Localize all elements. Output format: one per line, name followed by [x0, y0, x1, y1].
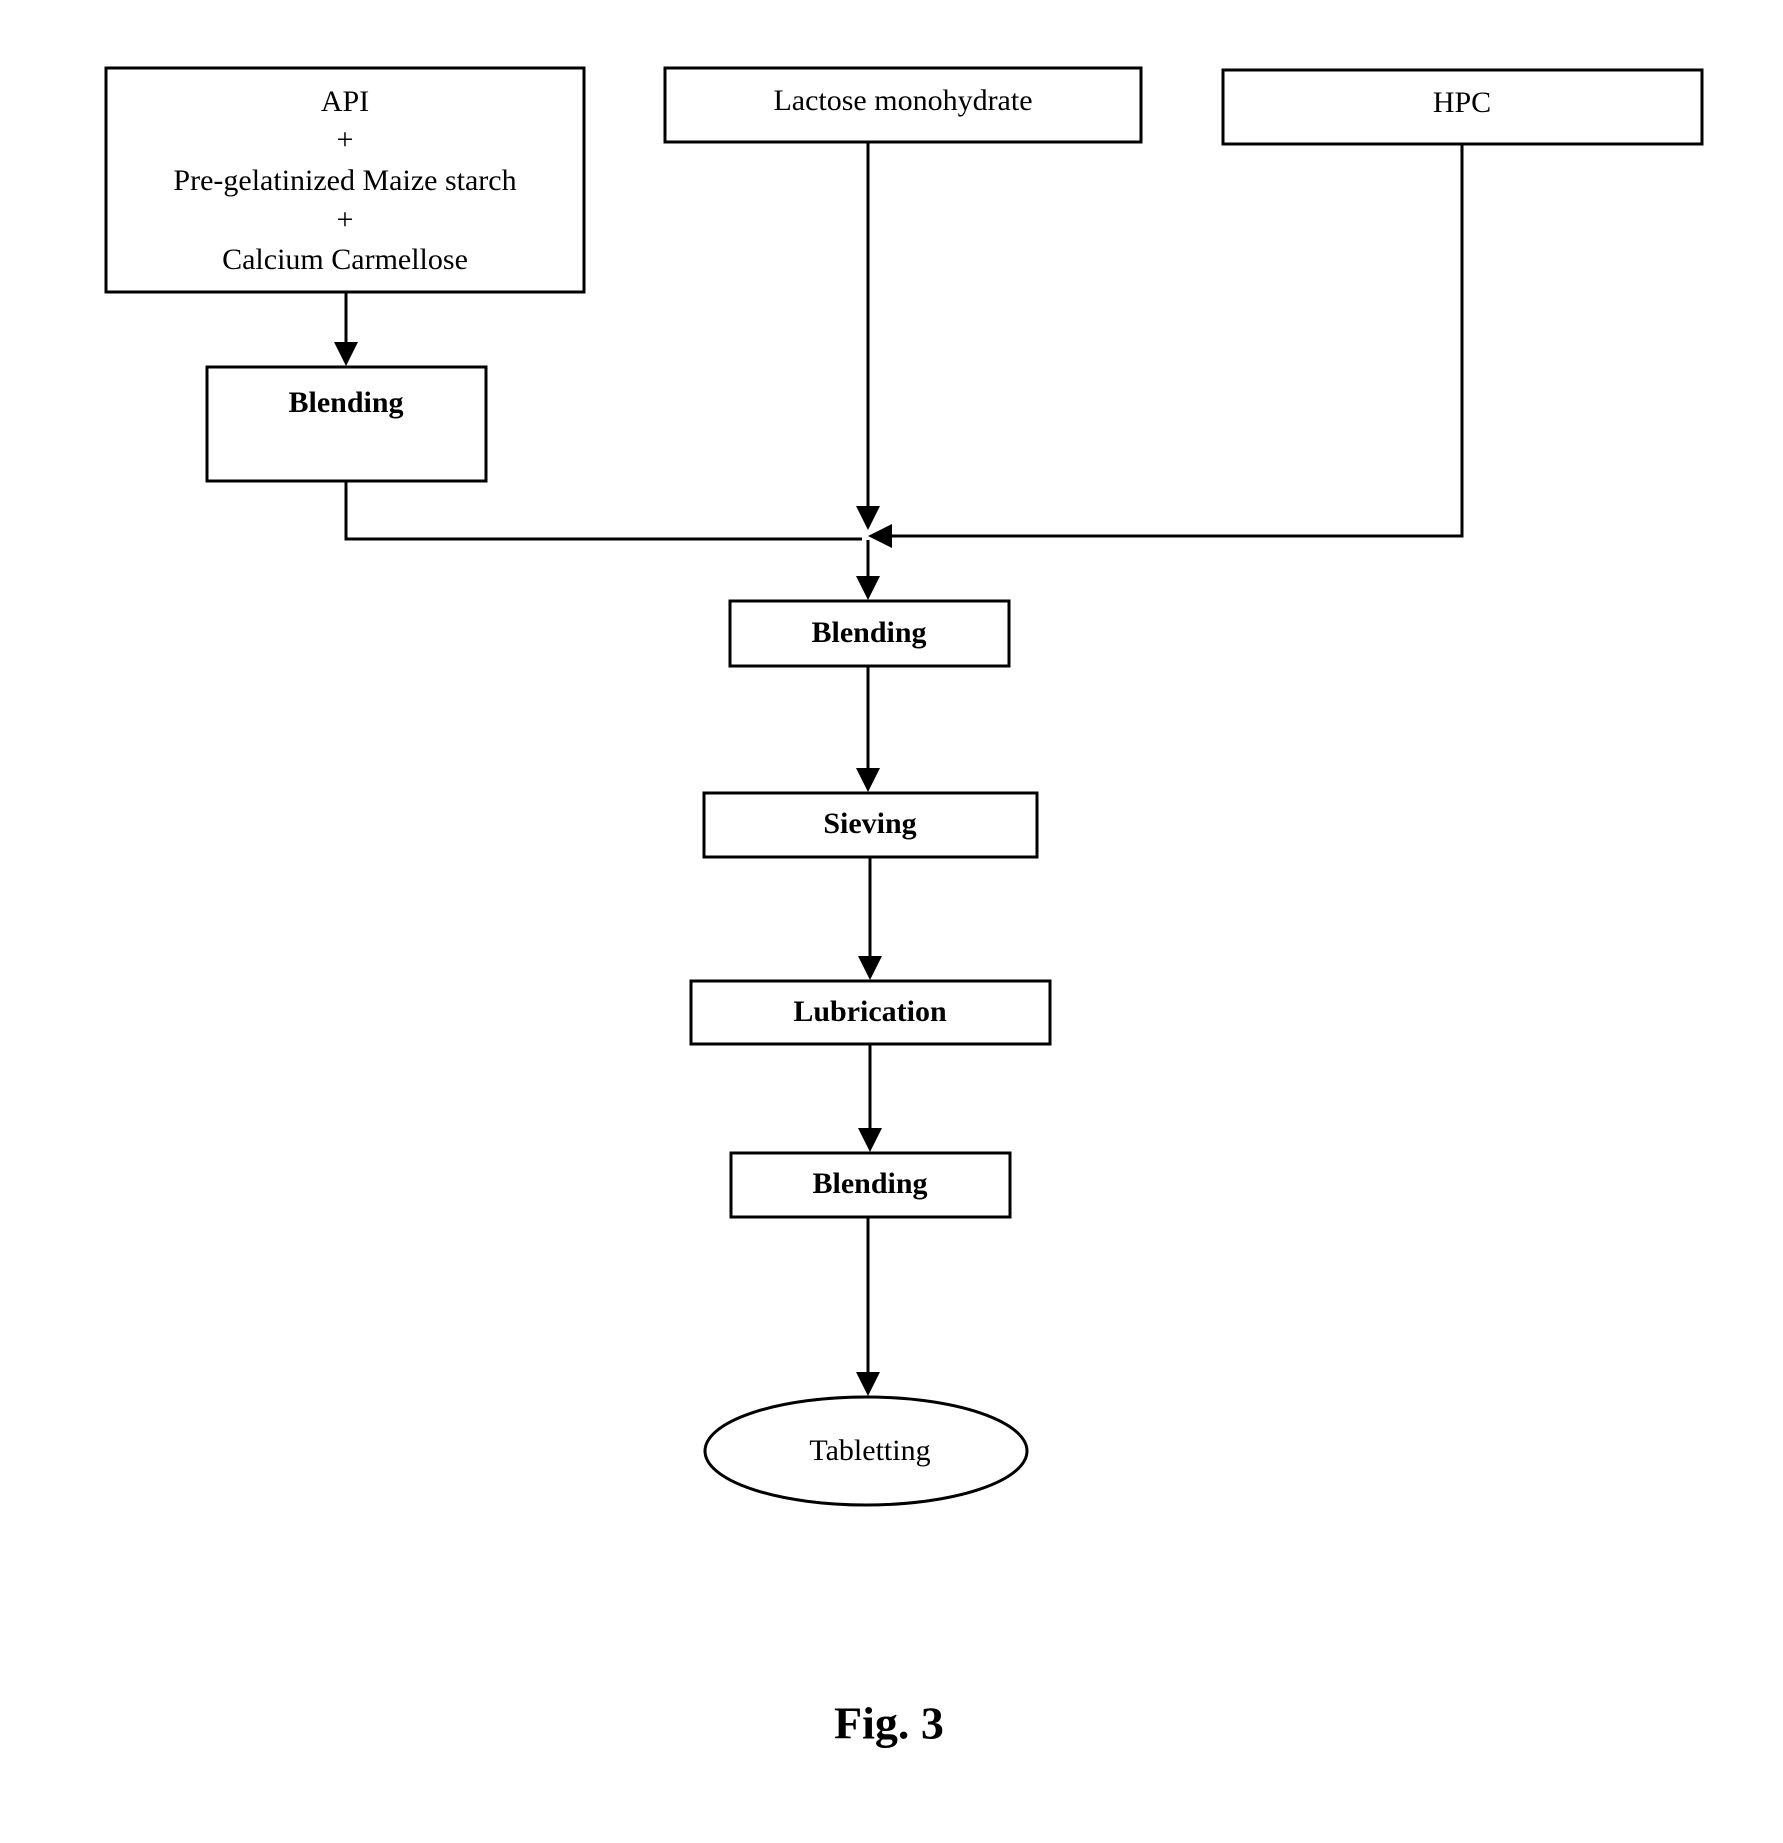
node-api-mix: API + Pre-gelatinized Maize starch + Cal… [106, 68, 584, 292]
node-blending-3: Blending [731, 1153, 1010, 1217]
tabletting-label: Tabletting [809, 1434, 930, 1467]
lactose-label: Lactose monohydrate [773, 84, 1032, 117]
hpc-label: HPC [1433, 86, 1491, 119]
blending-3-label: Blending [812, 1167, 927, 1200]
arrow-head-hpc [868, 524, 892, 548]
edge-hpc-to-junction [892, 144, 1462, 536]
figure-caption: Fig. 3 [834, 1698, 944, 1749]
edge-blending-1-to-junction [346, 481, 862, 539]
node-tabletting: Tabletting [705, 1397, 1027, 1505]
node-lactose: Lactose monohydrate [665, 68, 1141, 142]
arrow-head-sieving [856, 768, 880, 792]
node-blending-2: Blending [730, 601, 1009, 666]
node-sieving: Sieving [704, 793, 1037, 857]
blending-1-label: Blending [288, 386, 403, 419]
arrow-head-blending-2 [856, 576, 880, 600]
node-hpc: HPC [1223, 70, 1702, 144]
arrow-head-lactose [856, 506, 880, 530]
blending-1-box [207, 367, 486, 481]
api-mix-line-5: Calcium Carmellose [222, 243, 468, 276]
blending-2-label: Blending [811, 616, 926, 649]
api-mix-line-4: + [337, 203, 354, 236]
api-mix-line-2: + [337, 123, 354, 156]
arrow-head-blending-1 [334, 342, 358, 366]
lubrication-label: Lubrication [793, 995, 947, 1028]
node-lubrication: Lubrication [691, 981, 1050, 1044]
api-mix-line-1: API [321, 85, 369, 118]
node-blending-1: Blending [207, 367, 486, 481]
api-mix-line-3: Pre-gelatinized Maize starch [173, 164, 516, 197]
arrow-head-lubrication [858, 956, 882, 980]
arrow-head-tabletting [856, 1372, 880, 1396]
arrow-head-blending-3 [858, 1128, 882, 1152]
sieving-label: Sieving [823, 807, 916, 840]
